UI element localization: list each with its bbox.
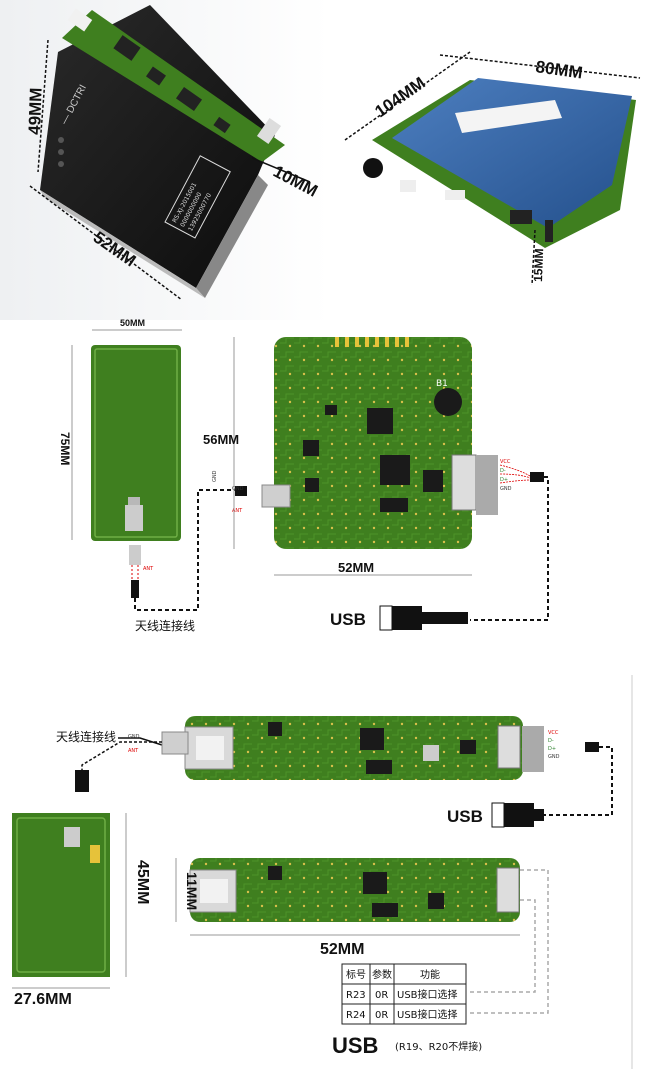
top-section: — DCTRI RS-XJ-2015001 0000000000 1392500… — [0, 0, 645, 320]
label-b1: B1 — [436, 379, 448, 389]
dim-49mm: 49MM — [25, 87, 46, 135]
table-cell: USB接口选择 — [397, 988, 458, 1001]
table-header-id: 标号 — [346, 969, 366, 981]
table-cell: R23 — [346, 990, 366, 1001]
pin-ant-bottom: ANT — [128, 748, 139, 754]
usb-plug-icon — [379, 605, 468, 631]
table-header-function: 功能 — [420, 968, 440, 981]
table-cell: USB接口选择 — [397, 1008, 458, 1021]
pin-gnd-usb-bottom: GND — [548, 754, 560, 760]
dim-75mm: 75MM — [58, 432, 72, 465]
shield-label — [455, 100, 562, 133]
pin-gnd-mid: GND — [232, 486, 244, 492]
antenna-cable-line — [134, 489, 235, 611]
pin-gnd-vertical: GND — [212, 470, 218, 482]
dim-45mm: 45MM — [134, 860, 151, 904]
buzzer-b1 — [434, 388, 462, 416]
usb-label-bottom-1: USB — [447, 807, 483, 826]
usb-plug-icon-bottom — [491, 802, 544, 828]
usb-label-mid: USB — [330, 610, 366, 629]
dim-52mm-mid: 52MM — [338, 560, 374, 575]
middle-section: 50MM 75MM ANT 天线连接线 GND ANT GND B1 — [58, 318, 549, 633]
buzzer — [363, 158, 383, 178]
pin-dplus-mid: D+ — [500, 477, 508, 483]
usb-label-bottom-2: USB — [332, 1033, 378, 1058]
chip-main — [367, 408, 393, 434]
pin-dplus-bottom: D+ — [548, 746, 556, 752]
antenna-board — [91, 345, 181, 541]
table-cell: R24 — [346, 1010, 366, 1021]
dim-27-6mm: 27.6MM — [14, 991, 72, 1008]
module-blue-shield — [363, 78, 636, 248]
dim-11mm: 11MM — [184, 872, 200, 910]
board-5pin-connector — [451, 454, 477, 511]
pin-vcc-mid: VCC — [500, 459, 511, 465]
dim-56mm: 56MM — [203, 432, 239, 447]
dim-antenna-width: 50MM — [120, 318, 145, 328]
main-board — [274, 337, 472, 549]
board-usb-port — [261, 484, 291, 508]
antenna-cable-label-mid: 天线连接线 — [135, 618, 195, 633]
chip-mcu — [380, 455, 410, 485]
table-header-param: 参数 — [372, 968, 392, 981]
pin-ant-mid: ANT — [143, 566, 154, 572]
antenna-cable-label-bottom: 天线连接线 — [56, 729, 116, 744]
pin-ant-mid-2: ANT — [232, 508, 243, 514]
antenna-board-2 — [12, 813, 110, 977]
pin-dminus-mid: D- — [500, 468, 506, 474]
pin-gnd-bottom: GND — [128, 734, 140, 740]
dim-52mm-bottom: 52MM — [320, 941, 364, 958]
pin-gnd-usb-mid: GND — [500, 486, 512, 492]
bottom-section: VCC D- D+ GND USB 天线连接线 ANT GND 45MM 27.… — [12, 675, 633, 1069]
module-black-casing: — DCTRI RS-XJ-2015001 0000000000 1392500… — [40, 5, 285, 298]
resistor-table: 标号 参数 功能 R23 0R USB接口选择 R24 0R USB接口选择 — [341, 963, 467, 1025]
dim-15mm: 15MM — [531, 248, 546, 282]
usb-stick-board-2 — [190, 858, 520, 922]
usb-cable-line-mid — [470, 476, 549, 621]
antenna-connector — [129, 545, 141, 565]
table-cell: 0R — [375, 1010, 388, 1021]
table-cell: 0R — [375, 990, 388, 1001]
right-dimension-lines — [344, 51, 641, 286]
pin-dminus-bottom: D- — [548, 738, 554, 744]
usb-note: (R19、R20不焊接) — [395, 1040, 482, 1053]
pin-vcc-bottom: VCC — [548, 730, 559, 736]
left-dimension-lines — [29, 39, 311, 301]
